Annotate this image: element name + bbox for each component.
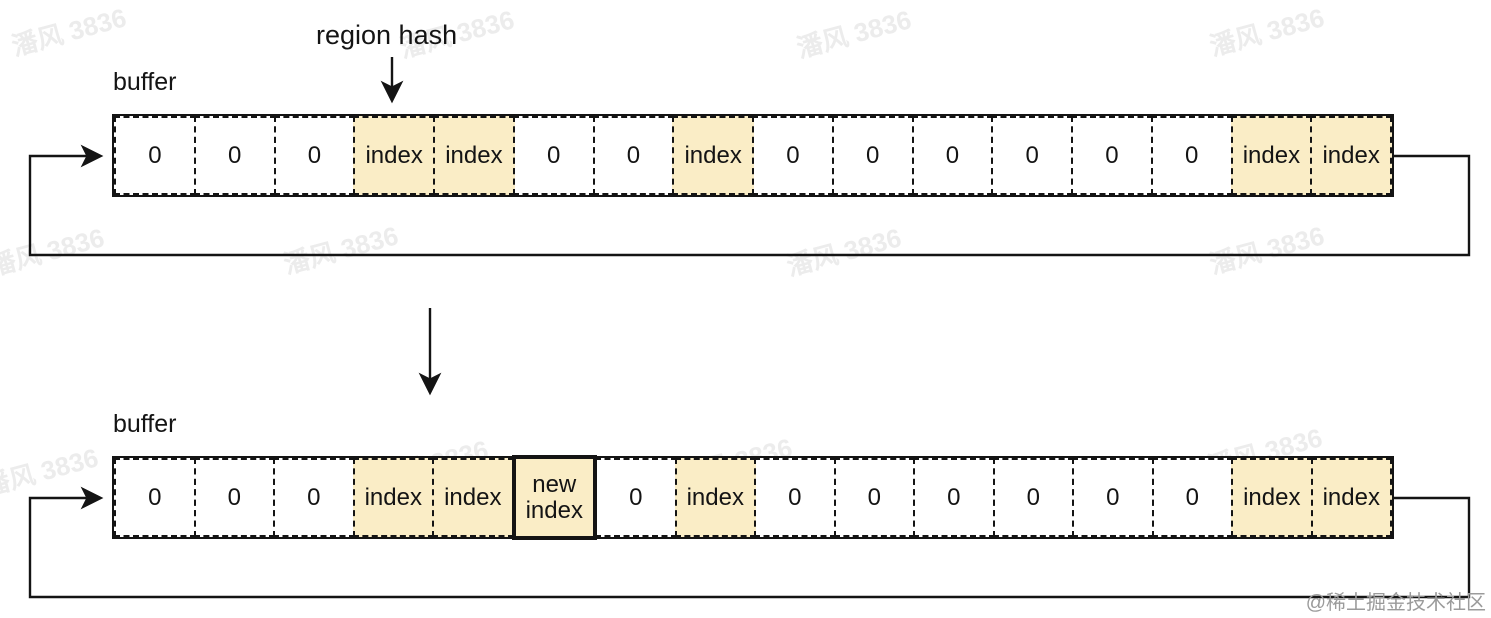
index-cell: index xyxy=(1310,458,1392,537)
index-cell: index xyxy=(674,458,756,537)
tiled-watermark: 潘风 3836 xyxy=(1206,2,1328,62)
empty-cell: 0 xyxy=(595,458,677,537)
index-cell: index xyxy=(433,116,515,195)
empty-cell: 0 xyxy=(991,116,1073,195)
empty-cell: 0 xyxy=(592,116,675,195)
empty-cell: 0 xyxy=(833,458,915,537)
index-cell: index xyxy=(1231,458,1313,537)
empty-cell: 0 xyxy=(512,116,595,195)
tiled-watermark: 潘风 3836 xyxy=(0,222,108,282)
brand-watermark: @稀土掘金技术社区 xyxy=(1305,592,1486,614)
empty-cell: 0 xyxy=(193,458,275,537)
empty-cell: 0 xyxy=(1072,458,1154,537)
empty-cell: 0 xyxy=(992,458,1074,537)
tiled-watermark: 潘风 3836 xyxy=(793,4,915,64)
index-cell: index xyxy=(352,458,434,537)
tiled-watermark: 潘风 3836 xyxy=(783,222,905,282)
index-cell: index xyxy=(353,116,435,195)
buffer-top-label: buffer xyxy=(113,68,177,96)
buffer-bottom-label: buffer xyxy=(113,410,177,438)
tiled-watermark: 潘风 3836 xyxy=(280,220,402,280)
empty-cell: 0 xyxy=(114,116,196,195)
tiled-watermark: 潘风 3836 xyxy=(8,2,130,62)
empty-cell: 0 xyxy=(831,116,914,195)
empty-cell: 0 xyxy=(273,116,356,195)
index-cell: index xyxy=(1310,116,1392,195)
tiled-watermark: 潘风 3836 xyxy=(0,442,102,502)
empty-cell: 0 xyxy=(273,458,355,537)
region-hash-label: region hash xyxy=(316,20,458,50)
index-cell: index xyxy=(672,116,754,195)
empty-cell: 0 xyxy=(913,458,995,537)
empty-cell: 0 xyxy=(911,116,994,195)
empty-cell: 0 xyxy=(193,116,276,195)
empty-cell: 0 xyxy=(754,458,836,537)
new-index-cell: new index xyxy=(511,455,597,540)
empty-cell: 0 xyxy=(1151,458,1233,537)
tiled-watermark: 潘风 3836 xyxy=(1206,220,1328,280)
empty-cell: 0 xyxy=(752,116,834,195)
index-cell: index xyxy=(432,458,514,537)
empty-cell: 0 xyxy=(1150,116,1233,195)
empty-cell: 0 xyxy=(114,458,196,537)
empty-cell: 0 xyxy=(1071,116,1153,195)
index-cell: index xyxy=(1230,116,1313,195)
